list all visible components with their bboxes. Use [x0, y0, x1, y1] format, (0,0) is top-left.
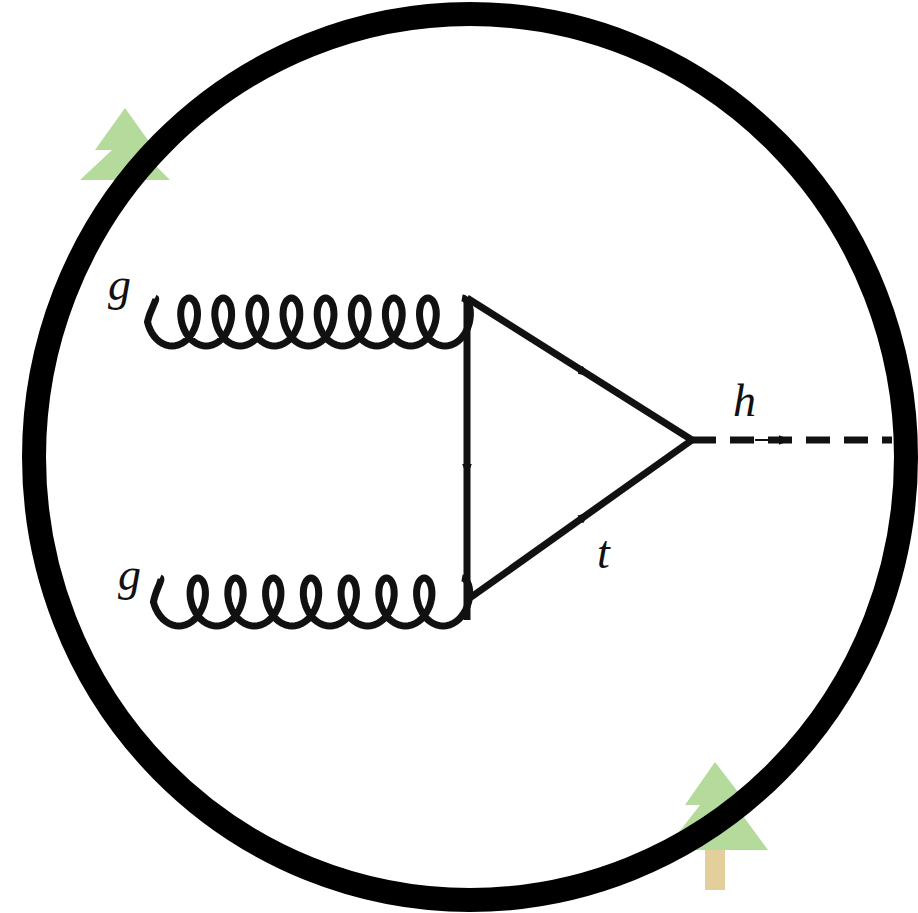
fermion-arrow [560, 516, 585, 534]
higgs-line [692, 437, 892, 444]
gluon-label: g [118, 552, 141, 598]
gluon-coil [153, 578, 469, 626]
fermion-arrow [466, 440, 468, 470]
gluon-label: g [108, 262, 131, 308]
top-quark-line [464, 298, 471, 620]
top-quark-line [467, 298, 692, 440]
scalar-arrow [755, 439, 785, 441]
top-quark-label: t [597, 530, 610, 576]
gluon-coil [148, 298, 471, 346]
enclosing-circle [34, 14, 906, 900]
top-quark-line [467, 440, 692, 600]
gluon-lines [148, 298, 471, 626]
higgs-label: h [733, 378, 756, 424]
fermion-arrow [560, 357, 585, 373]
